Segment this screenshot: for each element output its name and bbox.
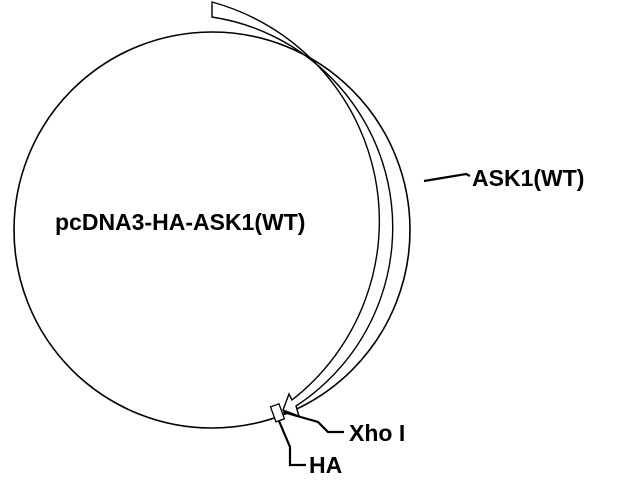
insert-label: ASK1(WT) <box>472 165 584 191</box>
xhoi-leader-line <box>282 410 344 434</box>
plasmid-backbone <box>13 31 411 429</box>
ha-tag-box <box>269 402 286 423</box>
insert-arc-ask1 <box>211 1 394 418</box>
ha-tag-label: HA <box>309 452 342 478</box>
plasmid-name-label: pcDNA3-HA-ASK1(WT) <box>55 209 305 235</box>
ha-leader-line <box>277 420 306 467</box>
insert-leader-line <box>423 172 471 183</box>
xhoi-site-label: Xho I <box>349 420 405 446</box>
